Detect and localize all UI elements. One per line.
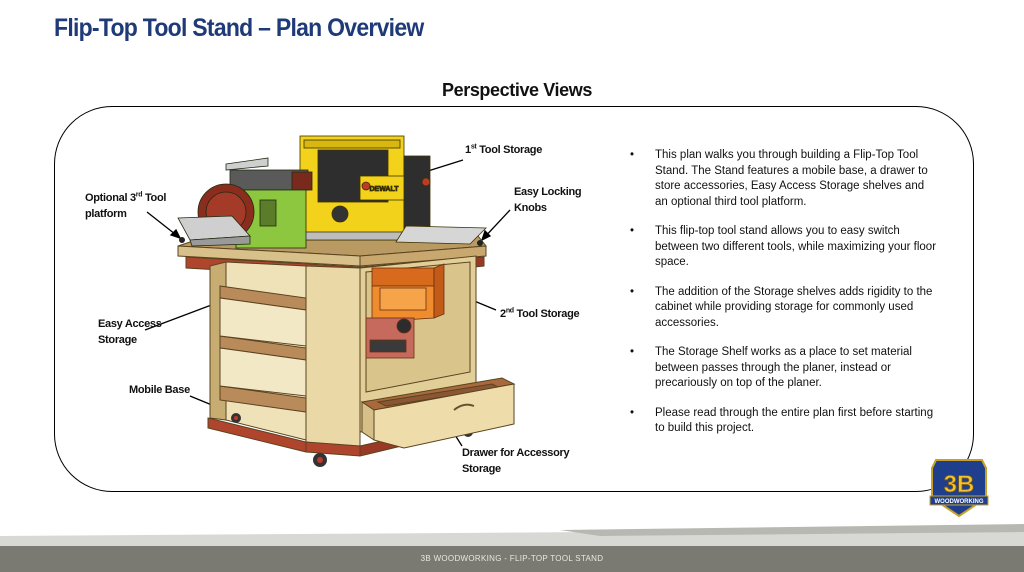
locking-knob-right <box>477 240 483 246</box>
footer-bar: 3B WOODWORKING - FLIP-TOP TOOL STAND <box>0 546 1024 572</box>
callout-1st-tool-storage: 1st Tool Storage <box>465 143 543 156</box>
callout-mobile-base: Mobile Base <box>129 384 190 396</box>
page-title: Flip-Top Tool Stand – Plan Overview <box>54 14 424 42</box>
planer-brand-label: DEWALT <box>369 186 399 193</box>
drawer <box>360 377 516 449</box>
3b-woodworking-logo: 3B WOODWORKING <box>929 459 989 518</box>
tool-stand-illustration: DEWALT <box>144 135 516 467</box>
footer-stripes <box>0 524 1024 546</box>
callout-optional-3rd-tool-platform: Optional 3rd Tool platform <box>85 191 167 220</box>
callout-easy-locking-knobs: Easy Locking Knobs <box>514 186 582 214</box>
svg-text:WOODWORKING: WOODWORKING <box>935 499 984 505</box>
bullet-item: The Storage Shelf works as a place to se… <box>630 345 940 392</box>
callout-drawer-accessory-storage: Drawer for Accessory Storage <box>462 447 570 475</box>
svg-text:3B: 3B <box>944 471 975 498</box>
second-tool <box>365 263 445 359</box>
bullet-item: Please read through the entire plan firs… <box>630 406 940 437</box>
callout-2nd-tool-storage: 2nd Tool Storage <box>500 307 580 320</box>
third-tool <box>177 157 313 249</box>
first-tool: DEWALT <box>299 135 487 245</box>
description-bullets: This plan walks you through building a F… <box>630 148 940 451</box>
locking-knob-left <box>179 237 185 243</box>
bullet-item: This plan walks you through building a F… <box>630 148 940 210</box>
bullet-item: This flip-top tool stand allows you to e… <box>630 224 940 271</box>
content-frame <box>54 106 974 492</box>
bullet-item: The addition of the Storage shelves adds… <box>630 285 940 332</box>
section-subtitle: Perspective Views <box>442 80 592 100</box>
callout-easy-access-storage: Easy Access Storage <box>98 318 162 346</box>
